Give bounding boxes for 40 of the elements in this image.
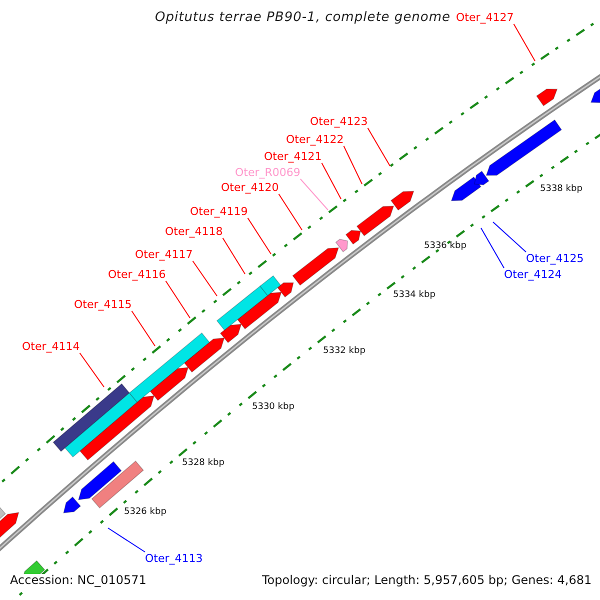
accession-text: Accession: NC_010571 bbox=[10, 574, 146, 587]
leader-line bbox=[367, 128, 390, 166]
gene-label: Oter_4116 bbox=[108, 268, 166, 281]
scale-label: 5328 kbp bbox=[182, 457, 224, 470]
gene-label: Oter_4119 bbox=[190, 205, 248, 218]
leader-line bbox=[108, 528, 146, 552]
leader-line bbox=[513, 24, 536, 62]
gene-label: Oter_4120 bbox=[221, 181, 279, 194]
leader-line bbox=[278, 194, 302, 230]
leader-line bbox=[480, 228, 504, 268]
leader-line bbox=[343, 146, 362, 184]
scale-label: 5338 kbp bbox=[540, 183, 582, 196]
gene-label: Oter_4125 bbox=[526, 252, 584, 265]
leader-line bbox=[247, 218, 272, 254]
scale-label: 5334 kbp bbox=[393, 289, 436, 302]
gene-label: Oter_4114 bbox=[22, 340, 80, 353]
gene-label: Oter_4127 bbox=[456, 11, 514, 24]
gene-label: Oter_4122 bbox=[286, 133, 344, 146]
scale-label: 5330 kbp bbox=[252, 401, 294, 414]
gene-label: Oter_4115 bbox=[74, 298, 132, 311]
gene-label: Oter_4123 bbox=[310, 115, 368, 128]
gene-label: Oter_4118 bbox=[165, 225, 223, 238]
gene-label: Oter_4124 bbox=[504, 268, 562, 281]
leader-line bbox=[300, 178, 328, 210]
leader-line bbox=[321, 162, 342, 200]
gene-label: Oter_R0069 bbox=[235, 166, 300, 179]
gene-label: Oter_4121 bbox=[264, 150, 322, 163]
leader-line bbox=[165, 280, 190, 318]
leader-line bbox=[79, 352, 104, 388]
scale-label: 5326 kbp bbox=[124, 506, 166, 519]
scale-label: 5332 kbp bbox=[323, 345, 366, 358]
map-title: Opitutus terrae PB90-1, complete genome bbox=[155, 11, 451, 24]
gene-label: Oter_4117 bbox=[135, 248, 193, 261]
leader-line bbox=[222, 238, 246, 274]
leader-line bbox=[192, 260, 218, 296]
leader-line bbox=[131, 310, 156, 346]
scale-label: 5336 kbp bbox=[424, 240, 466, 253]
genome-info-text: Topology: circular; Length: 5,957,605 bp; Genes: 4,681 bbox=[262, 574, 592, 587]
gene-label: Oter_4113 bbox=[145, 552, 203, 565]
leader-line bbox=[492, 222, 526, 252]
